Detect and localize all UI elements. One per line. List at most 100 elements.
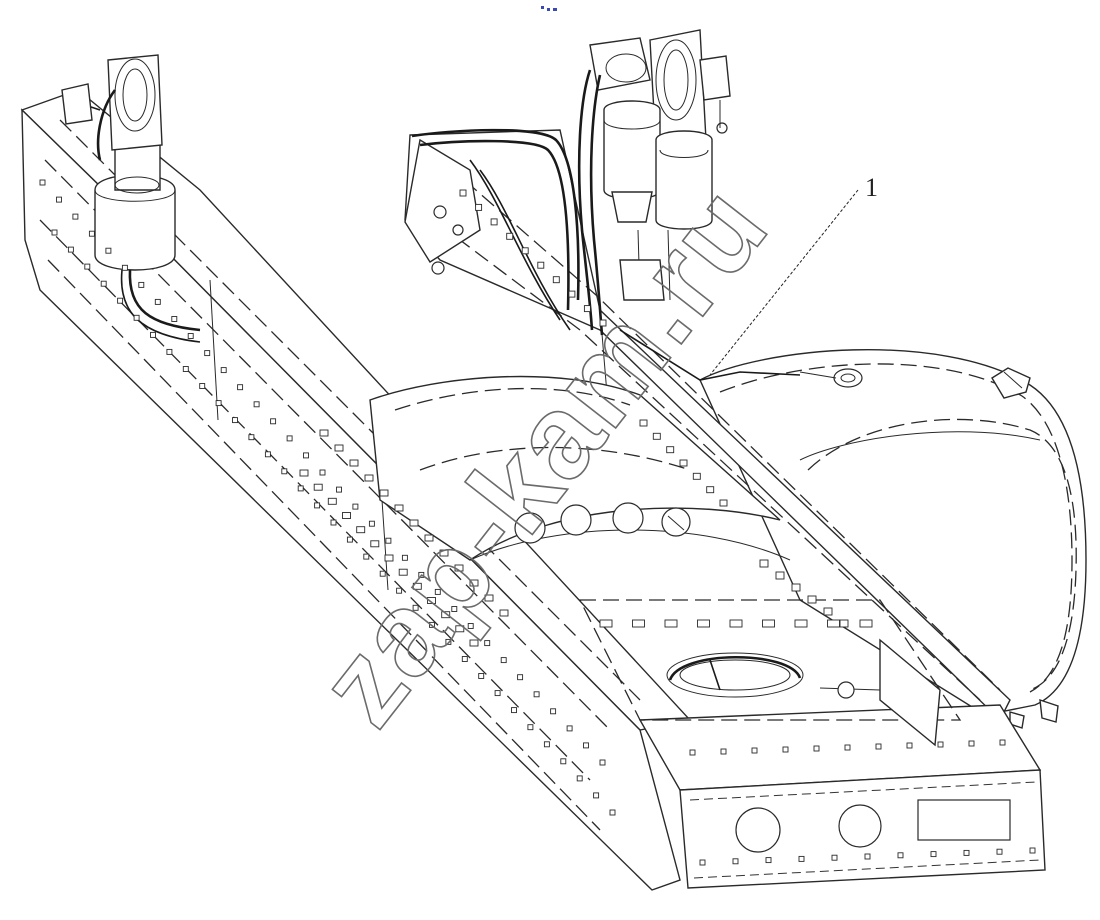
rivet: [363, 553, 370, 560]
rivet: [412, 582, 422, 590]
rivet: [313, 483, 323, 491]
rivet: [166, 348, 173, 355]
rivet: [220, 367, 227, 374]
rivet: [999, 739, 1006, 746]
rivet: [204, 350, 211, 357]
rivet: [469, 579, 479, 587]
rivet: [968, 740, 975, 747]
rivet: [484, 594, 494, 602]
rivet: [844, 744, 851, 751]
left-suspension-assembly: [61, 54, 201, 343]
rivet: [782, 746, 789, 753]
rivet: [270, 418, 277, 425]
rivet: [171, 316, 178, 322]
rivet: [117, 297, 124, 304]
rivet: [798, 855, 805, 862]
rivet: [599, 759, 606, 766]
rivet: [697, 619, 710, 628]
rivet: [187, 333, 194, 339]
fuel-tank: [699, 349, 1087, 729]
rivet: [445, 638, 452, 645]
rivet: [121, 264, 128, 271]
rivet: [664, 619, 678, 628]
rivet: [506, 232, 514, 240]
rivet: [930, 851, 937, 858]
rivet: [839, 619, 849, 628]
rivet: [599, 319, 607, 327]
rivet: [299, 469, 309, 477]
rivet: [51, 229, 58, 236]
rivet: [500, 657, 507, 664]
rivet: [319, 429, 329, 437]
rivet: [897, 852, 904, 859]
rivet: [459, 189, 467, 197]
rivet: [583, 742, 589, 749]
rivet: [138, 281, 145, 288]
rivet: [533, 691, 540, 698]
rivet: [334, 444, 344, 452]
top-mark: [541, 6, 557, 11]
rivet: [875, 743, 882, 750]
rivet: [652, 432, 661, 440]
rivet: [765, 857, 772, 864]
rivet: [511, 707, 517, 714]
rivet: [963, 849, 970, 856]
rivet: [352, 503, 359, 510]
rivet: [499, 609, 509, 617]
rivet: [937, 741, 944, 748]
callout-1: 1: [709, 173, 878, 376]
rivet: [396, 587, 403, 594]
rivet: [356, 526, 366, 534]
rivet: [689, 749, 696, 756]
rivet: [576, 775, 583, 782]
rivet: [478, 673, 485, 679]
rivet: [281, 468, 288, 475]
rivet: [906, 742, 913, 749]
rivet: [319, 469, 326, 476]
rivet: [441, 611, 451, 619]
rivet: [550, 708, 557, 715]
rivet: [100, 280, 107, 287]
rivet: [823, 607, 833, 616]
rivet: [72, 213, 79, 220]
rivet: [864, 853, 871, 860]
callout-number: 1: [865, 173, 878, 202]
rivet: [364, 474, 374, 482]
rivet: [527, 724, 534, 731]
rivet: [336, 486, 342, 493]
rivet: [368, 520, 375, 527]
rivet: [429, 621, 435, 628]
rivet: [560, 758, 567, 765]
rivet: [454, 564, 464, 572]
rivet: [699, 859, 706, 866]
rivet: [303, 452, 309, 459]
rivet: [424, 534, 434, 542]
rivet: [199, 383, 206, 389]
rivet: [490, 218, 498, 226]
rivet: [398, 568, 408, 576]
rivet: [467, 623, 474, 629]
rivet: [297, 485, 304, 492]
rivet: [996, 848, 1003, 855]
rivet: [39, 179, 46, 186]
rivet: [370, 540, 380, 548]
rivet: [484, 640, 491, 647]
center-plate: [578, 599, 962, 747]
rivet: [807, 595, 817, 604]
rivet: [248, 434, 255, 441]
rivet: [1029, 847, 1036, 854]
rivet: [154, 298, 161, 305]
rivet: [543, 741, 550, 748]
rivet: [521, 247, 529, 255]
rivet: [342, 512, 351, 519]
rivet: [215, 400, 222, 407]
rivet: [327, 497, 337, 505]
rivet: [253, 401, 260, 408]
rivet: [759, 559, 769, 568]
rivet: [67, 246, 74, 253]
rivet: [427, 597, 436, 604]
rivet: [791, 583, 801, 592]
rivet: [461, 656, 468, 662]
